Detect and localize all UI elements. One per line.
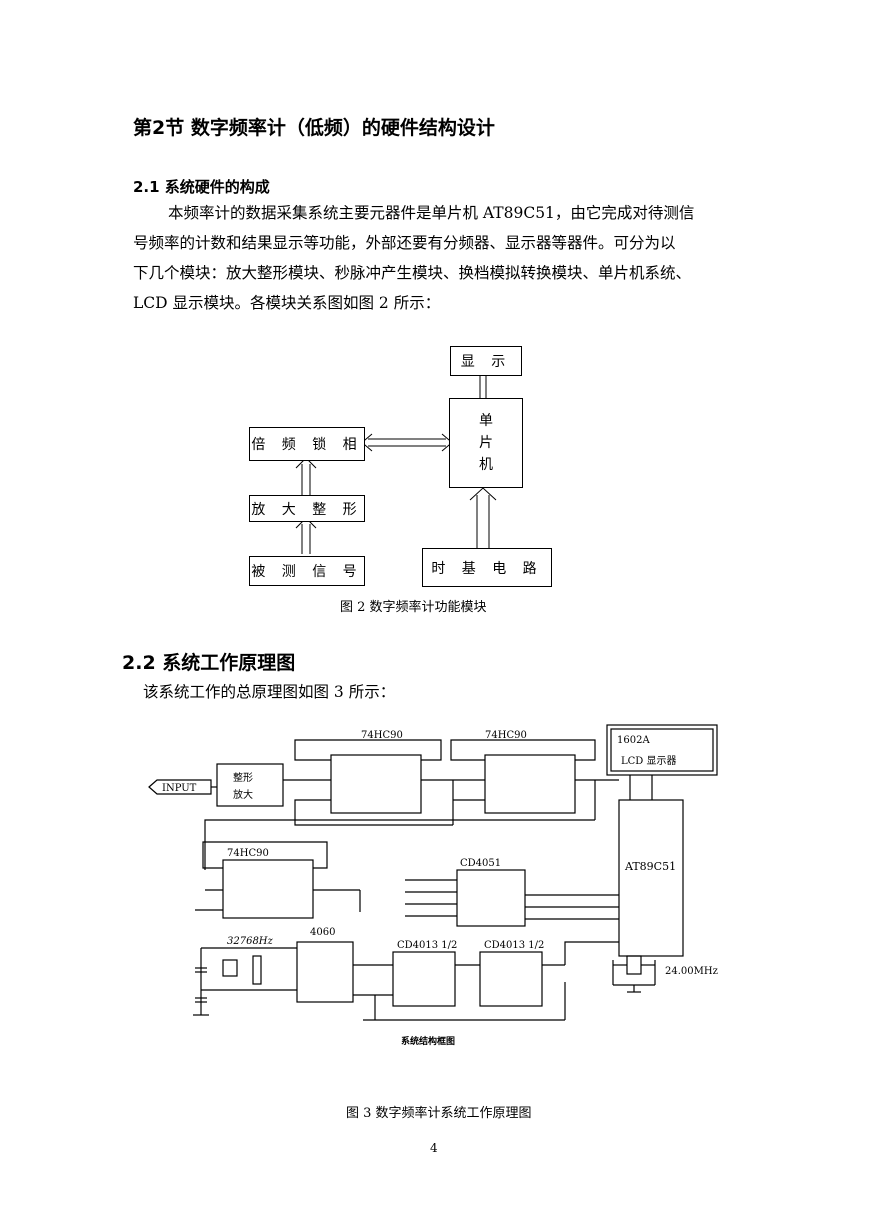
sub2-intro: 该系统工作的总原理图如图 3 所示： xyxy=(143,683,396,701)
fig3-cd4051-label: CD4051 xyxy=(460,858,501,869)
fig3-input-label: INPUT xyxy=(162,783,197,794)
fig3-schematic: 1602A LCD 显示器 AT89C51 74HC90 74HC90 74HC… xyxy=(148,724,718,1047)
fig2-mcu-box: 单 片 机 xyxy=(449,398,523,488)
fig2-signal-box: 被 测 信 号 xyxy=(249,556,365,586)
fig3-cd4013b-label: CD4013 1/2 xyxy=(484,940,544,951)
page-number: 4 xyxy=(430,1141,438,1155)
fig2-mcu-char-1: 单 xyxy=(479,413,493,429)
para-line-3: 下几个模块：放大整形模块、秒脉冲产生模块、换档模拟转换模块、单片机系统、 xyxy=(133,264,692,282)
fig2-timebase-box: 时 基 电 路 xyxy=(422,548,552,587)
fig2-amp-box: 放 大 整 形 xyxy=(249,495,365,522)
fig2-display-box: 显 示 xyxy=(450,346,522,376)
fig3-4060-label: 4060 xyxy=(310,927,335,938)
subsection-title-2-1: 2.1 系统硬件的构成 xyxy=(133,178,270,196)
fig3-amp-label-1: 整形 xyxy=(233,771,253,784)
fig3-caption: 图 3 数字频率计系统工作原理图 xyxy=(346,1106,532,1121)
para-line-2: 号频率的计数和结果显示等功能，外部还要有分频器、显示器等器件。可分为以 xyxy=(133,234,676,252)
fig2-mcu-char-2: 片 xyxy=(479,435,493,451)
para-line-1: 本频率计的数据采集系统主要元器件是单片机 AT89C51，由它完成对待测信 xyxy=(168,204,695,222)
fig3-chip3-label: 74HC90 xyxy=(227,848,269,859)
fig3-crystal-label: 32768Hz xyxy=(227,936,274,947)
fig3-chip1-label: 74HC90 xyxy=(361,730,403,741)
section-title: 第2节 数字频率计（低频）的硬件结构设计 xyxy=(133,117,495,139)
fig3-lcd-model: 1602A xyxy=(617,735,650,746)
fig3-lcd-label: LCD 显示器 xyxy=(621,755,677,767)
fig3-xtal2-label: 24.00MHz xyxy=(665,966,718,977)
fig3-chip2-label: 74HC90 xyxy=(485,730,527,741)
fig2-pll-box: 倍 频 锁 相 xyxy=(249,427,365,461)
para-line-4: LCD 显示模块。各模块关系图如图 2 所示： xyxy=(133,294,441,312)
fig2-mcu-char-3: 机 xyxy=(479,457,493,473)
subsection-title-2-2: 2.2 系统工作原理图 xyxy=(122,652,296,674)
fig2-caption: 图 2 数字频率计功能模块 xyxy=(340,600,487,615)
fig3-inner-title: 系统结构框图 xyxy=(401,1035,455,1047)
fig3-cd4013a-label: CD4013 1/2 xyxy=(397,940,457,951)
fig3-mcu-label: AT89C51 xyxy=(624,860,676,873)
fig3-amp-label-2: 放大 xyxy=(233,788,253,801)
